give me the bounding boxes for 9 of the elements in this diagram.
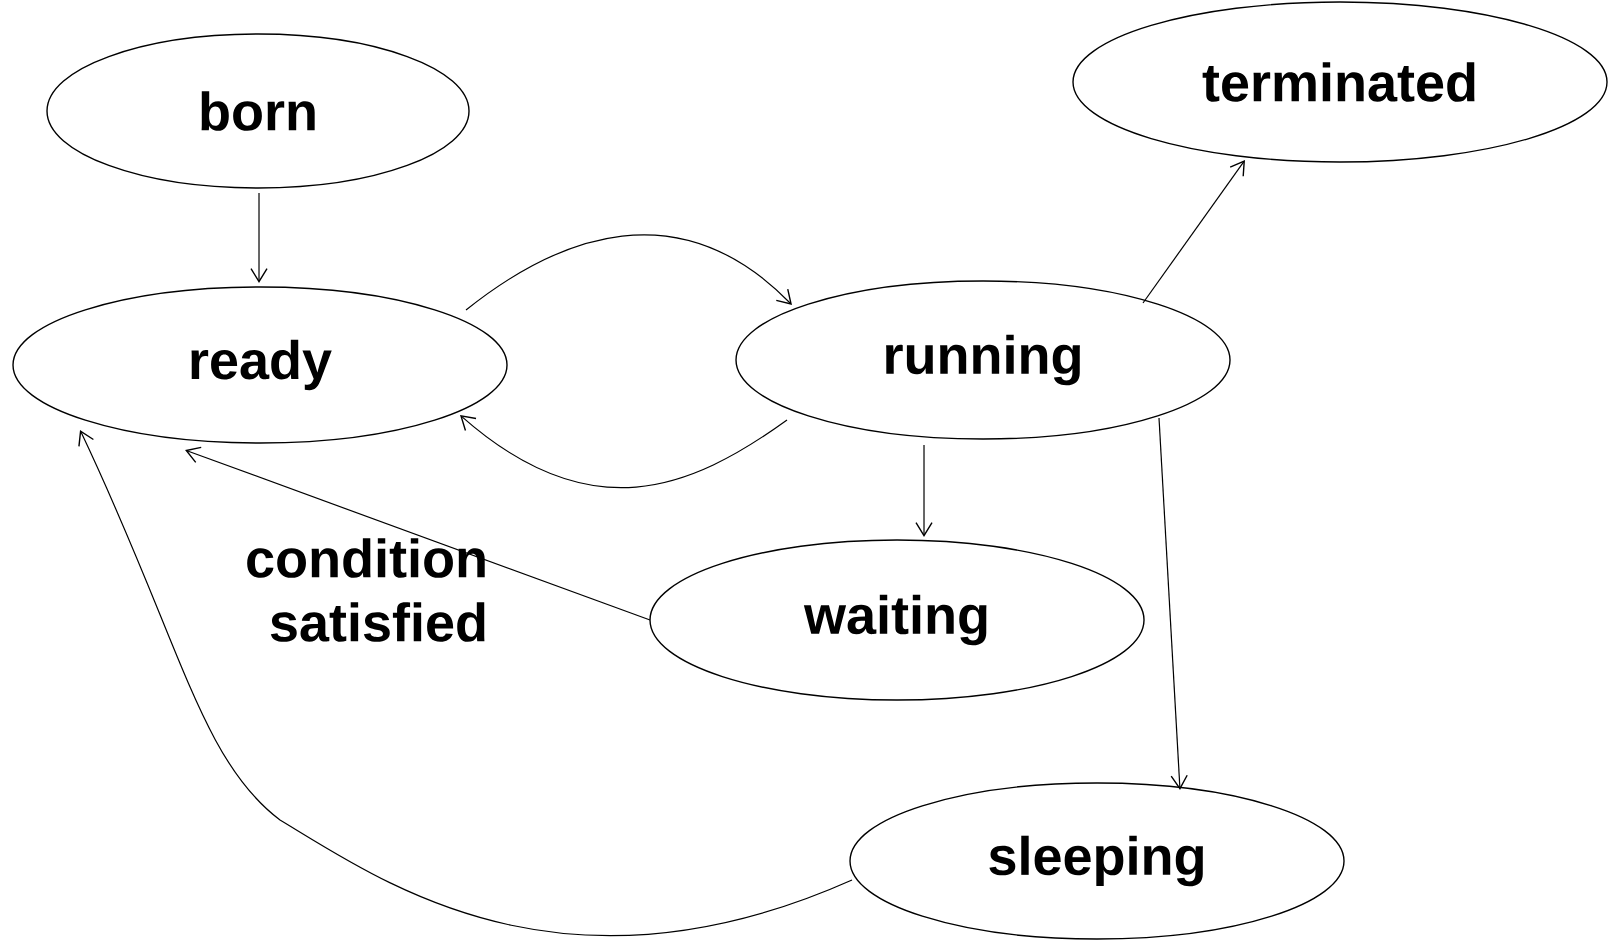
arrow bbox=[250, 192, 268, 283]
arrow bbox=[78, 430, 853, 937]
note-text: condition satisfied bbox=[247, 538, 485, 642]
arrow bbox=[185, 446, 651, 621]
arrow bbox=[1142, 160, 1245, 304]
arrow bbox=[1158, 417, 1188, 790]
arrow bbox=[465, 234, 792, 311]
arrow bbox=[915, 444, 933, 537]
arrow bbox=[460, 415, 788, 488]
